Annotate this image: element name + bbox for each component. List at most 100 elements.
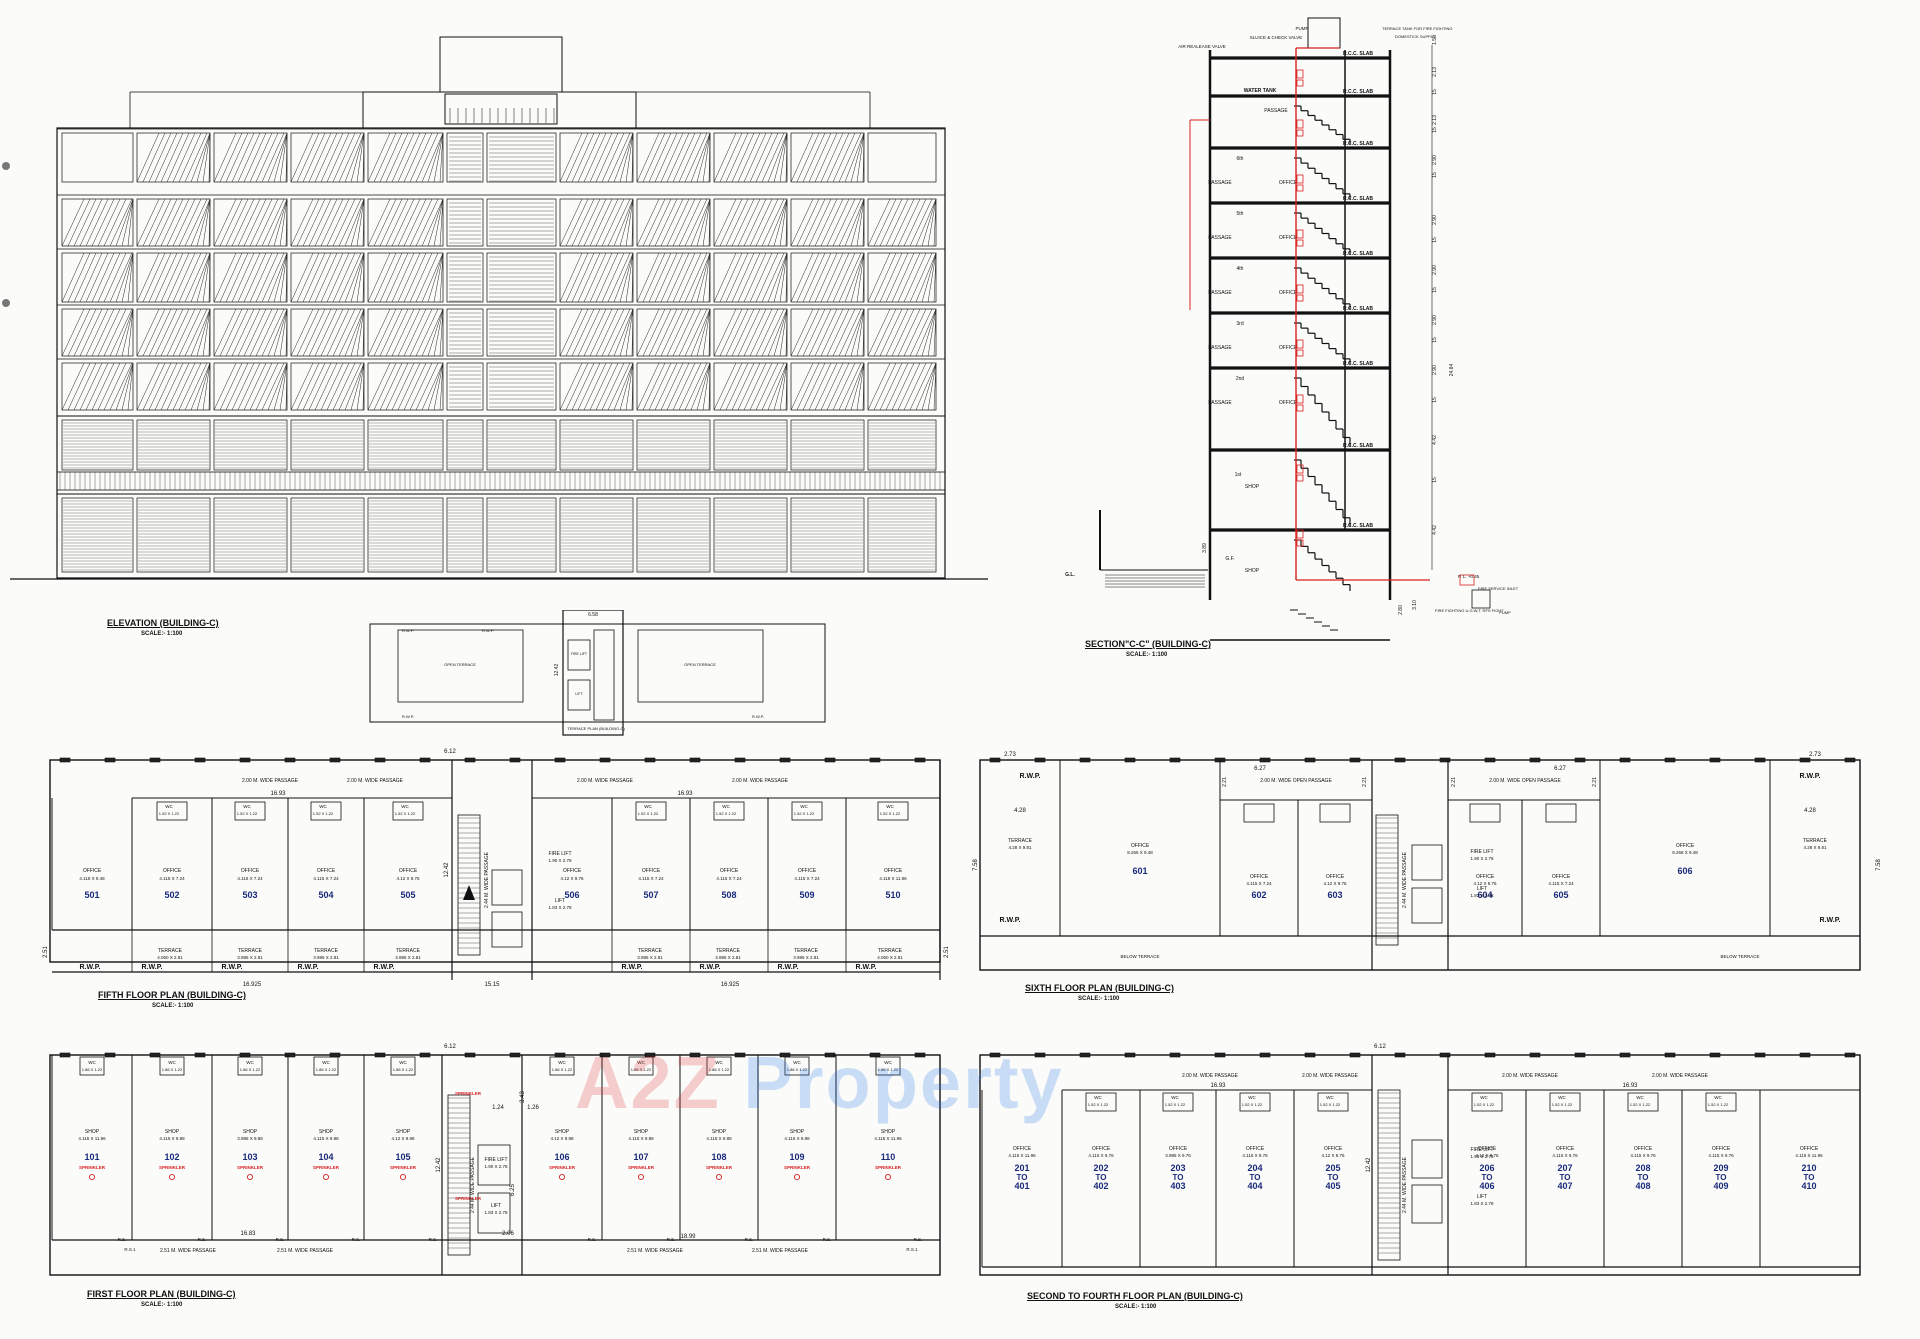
unit-size: 4.115 X 7.24	[237, 876, 263, 881]
unit-size: 4.12 X 9.76	[1473, 881, 1497, 886]
glass-hatch	[267, 198, 288, 247]
glass-hatch	[148, 198, 172, 247]
column-mark	[1484, 757, 1496, 763]
glass-hatch	[79, 252, 103, 303]
dimension-value: 6.58	[588, 612, 598, 618]
glass-hatch	[290, 252, 314, 303]
unit-size: 4.115 X 7.24	[313, 876, 339, 881]
glass-hatch	[666, 198, 690, 247]
glass-hatch	[338, 308, 362, 357]
unit-number: 205	[1325, 1163, 1340, 1173]
column-mark	[734, 757, 746, 763]
glass-hatch	[737, 132, 761, 183]
glass-hatch	[820, 252, 844, 303]
glass-hatch	[915, 252, 937, 303]
glass-hatch	[713, 252, 737, 303]
glass-hatch	[421, 362, 444, 411]
terrace-size: 3.985 X 2.81	[793, 955, 819, 960]
glass-hatch	[121, 252, 134, 303]
glass-hatch	[172, 132, 196, 183]
sprinkler-icon	[168, 1173, 176, 1181]
floor-number: 2nd	[1236, 376, 1245, 382]
glass-hatch	[373, 132, 397, 183]
glass-hatch	[856, 132, 865, 183]
glass-hatch	[832, 252, 856, 303]
glass-hatch	[719, 198, 743, 247]
wc-block	[156, 801, 188, 821]
glass-hatch	[190, 198, 211, 247]
unit-number: 210	[1801, 1163, 1816, 1173]
elevation-window	[446, 132, 484, 183]
floor-number: 6th	[1237, 156, 1244, 162]
glass-hatch	[713, 198, 737, 247]
fire-lift-size: 1.90 X 2.78	[1470, 856, 1494, 861]
glass-hatch	[255, 252, 279, 303]
dimension-value: 2.06	[502, 1231, 514, 1237]
glass-hatch	[160, 308, 184, 357]
passage-label: PASSAGE	[1208, 235, 1232, 241]
hose-reel	[1296, 79, 1304, 87]
wc-size: 1.86 X 1.22	[631, 1067, 652, 1072]
dimension-value: 2.13	[1432, 67, 1438, 77]
glass-hatch	[261, 132, 285, 183]
glass-hatch	[773, 308, 788, 357]
glass-hatch	[867, 362, 891, 411]
wc-block	[635, 801, 667, 821]
glass-hatch	[409, 198, 433, 247]
passage-label: PASSAGE	[1208, 400, 1232, 406]
glass-hatch	[356, 308, 365, 357]
glass-hatch	[666, 252, 690, 303]
unit-number: 109	[789, 1152, 804, 1162]
glass-hatch	[577, 308, 601, 357]
dimension-value: 16.93	[677, 791, 693, 797]
plan-outer-wall	[979, 1054, 1861, 1276]
glass-hatch	[790, 132, 814, 183]
column-mark	[1484, 1052, 1496, 1058]
glass-hatch	[743, 132, 767, 183]
wc-label: WC	[1558, 1095, 1566, 1100]
glass-hatch	[231, 252, 255, 303]
glass-hatch	[326, 308, 350, 357]
glass-hatch	[844, 362, 865, 411]
glass-hatch	[184, 252, 208, 303]
glass-hatch	[820, 308, 844, 357]
elevation-window	[713, 308, 788, 357]
glass-hatch	[785, 308, 788, 357]
glass-hatch	[296, 308, 320, 357]
glass-hatch	[648, 132, 672, 183]
unit-to: TO	[1250, 1173, 1261, 1182]
glass-hatch	[832, 362, 856, 411]
glass-hatch	[202, 252, 211, 303]
glass-hatch	[385, 132, 409, 183]
wc-label: WC	[322, 1060, 330, 1065]
column-mark	[239, 757, 251, 763]
glass-hatch	[684, 198, 708, 247]
shutter	[867, 419, 937, 471]
glass-hatch	[367, 362, 391, 411]
glass-hatch	[607, 132, 631, 183]
wc-size: 1.52 X 1.22	[1088, 1102, 1109, 1107]
unit-number: 606	[1677, 866, 1692, 876]
rwp-label: R.W.P.	[856, 964, 877, 971]
punch-hole	[2, 162, 10, 170]
unit-number: 208	[1635, 1163, 1650, 1173]
glass-hatch	[725, 198, 749, 247]
glass-hatch	[160, 362, 184, 411]
sprinkler-label: SPRINKLER	[628, 1165, 655, 1170]
elevation-window	[61, 362, 134, 411]
rwp-label: R.W.P.	[700, 964, 721, 971]
glass-hatch	[231, 198, 255, 247]
wc-block	[706, 1056, 732, 1076]
glass-hatch	[415, 252, 439, 303]
elevation-window	[446, 252, 484, 303]
glass-hatch	[642, 308, 666, 357]
glass-hatch	[636, 132, 660, 183]
passage-label: 2.51 M. WIDE PASSAGE	[277, 1248, 334, 1254]
glass-hatch	[867, 252, 891, 303]
unit-name: OFFICE	[1169, 1146, 1188, 1152]
elevation-window	[636, 132, 711, 183]
column-mark	[104, 1052, 116, 1058]
glass-hatch	[285, 252, 288, 303]
terrace-label: OPEN TERRACE	[684, 662, 716, 667]
